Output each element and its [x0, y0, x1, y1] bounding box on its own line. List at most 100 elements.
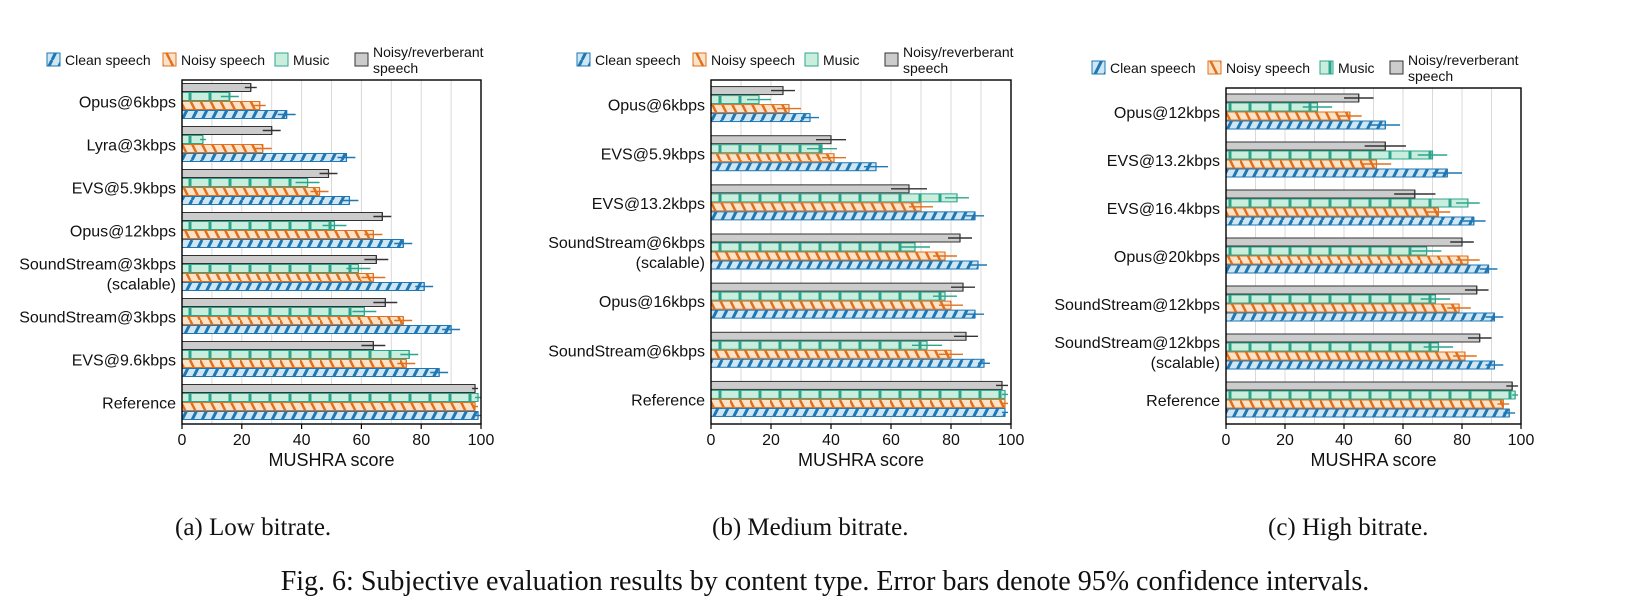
- bar-reverb: [710, 184, 910, 194]
- category-label: Reference: [631, 392, 705, 409]
- x-axis-label: MUSHRA score: [798, 450, 924, 470]
- bar-noisy: [181, 402, 476, 411]
- x-axis-label: MUSHRA score: [1310, 450, 1436, 470]
- category-label: Opus@20kbps: [1114, 249, 1220, 266]
- legend-swatch: [162, 52, 177, 67]
- bar-reverb: [1225, 381, 1513, 391]
- legend-item-music: Music: [274, 52, 330, 68]
- bar-music: [710, 193, 958, 203]
- bar-reverb: [710, 331, 967, 341]
- bar-reverb: [710, 380, 1003, 390]
- bar-noisy: [710, 251, 946, 261]
- category-label: SoundStream@12kbps: [1054, 297, 1220, 314]
- legend-item-clean-speech: Clean speech: [576, 52, 681, 68]
- x-tick-label: 80: [1453, 432, 1471, 449]
- bar-noisy: [710, 349, 952, 359]
- legend-label: Music: [1338, 60, 1375, 76]
- grid: [211, 80, 452, 424]
- category-label: Reference: [102, 396, 176, 413]
- x-tick-label: 80: [412, 432, 430, 449]
- legend-label: Noisy/reverberant: [373, 44, 484, 60]
- category-label: SoundStream@6kbps: [548, 235, 705, 252]
- category-label: (scalable): [1151, 355, 1220, 372]
- legend-swatch: [1389, 60, 1404, 75]
- legend-label: Music: [293, 52, 330, 68]
- category-label: Opus@6kbps: [79, 95, 176, 112]
- bar-music: [710, 144, 823, 154]
- legend-swatch: [1207, 60, 1222, 75]
- category-label: EVS@5.9kbps: [601, 147, 705, 164]
- bar-clean: [710, 113, 811, 123]
- bar-music: [710, 389, 1006, 399]
- bar-noisy: [710, 300, 952, 310]
- bar-music: [181, 178, 309, 187]
- bar-reverb: [710, 282, 964, 292]
- category-label: EVS@5.9kbps: [72, 181, 176, 198]
- legend-label: Clean speech: [595, 52, 681, 68]
- bar-noisy: [1225, 351, 1466, 361]
- bar-reverb: [1225, 93, 1360, 103]
- legend-label: speech: [1408, 68, 1453, 84]
- legend-item-noisy-speech: Noisy speech: [162, 52, 265, 68]
- bar-noisy: [181, 187, 321, 196]
- bar-clean: [710, 309, 976, 319]
- bar-reverb: [710, 233, 961, 243]
- bar-noisy: [1225, 111, 1351, 121]
- bar-music: [1225, 198, 1469, 208]
- bar-music: [710, 242, 916, 252]
- bar-reverb: [181, 83, 252, 92]
- category-label: (scalable): [636, 255, 705, 272]
- caption-medium-bitrate: (b) Medium bitrate.: [712, 514, 909, 541]
- bar-clean: [181, 411, 479, 420]
- legend-swatch: [354, 52, 369, 67]
- bar-reverb: [1225, 333, 1481, 343]
- bar-noisy: [181, 144, 264, 153]
- bar-clean: [181, 110, 288, 119]
- bar-noisy: [181, 101, 261, 110]
- x-tick-label: 0: [178, 432, 187, 449]
- bar-music: [181, 264, 359, 273]
- category-label: Opus@12kbps: [1114, 105, 1220, 122]
- bar-reverb: [181, 384, 476, 393]
- bar-music: [181, 307, 365, 316]
- x-tick-label: 80: [942, 432, 960, 449]
- x-axis-label: MUSHRA score: [268, 450, 394, 470]
- bar-noisy: [710, 398, 1006, 408]
- category-label: Opus@12kbps: [70, 224, 176, 241]
- legend-swatch: [1091, 60, 1106, 75]
- legend-item-noisy-speech: Noisy speech: [1207, 60, 1310, 76]
- bars: [710, 86, 1008, 417]
- x-tick-label: 100: [1508, 432, 1535, 449]
- bar-noisy: [710, 153, 835, 163]
- bar-clean: [181, 282, 425, 291]
- bar-music: [710, 291, 946, 301]
- bar-clean: [710, 211, 976, 221]
- category-label: EVS@16.4kbps: [1107, 201, 1220, 218]
- bar-clean: [181, 368, 440, 377]
- category-label: Reference: [1146, 393, 1220, 410]
- x-tick-label: 20: [233, 432, 251, 449]
- x-tick-label: 0: [707, 432, 716, 449]
- bar-music: [1225, 342, 1439, 352]
- bar-reverb: [181, 212, 383, 221]
- bar-reverb: [181, 126, 273, 135]
- bar-noisy: [181, 316, 404, 325]
- legend-swatch: [692, 52, 707, 67]
- bar-reverb: [181, 341, 374, 350]
- bar-noisy: [181, 273, 374, 282]
- category-label: Opus@6kbps: [608, 98, 705, 115]
- bar-clean: [181, 153, 347, 162]
- legend-label: Noisy speech: [711, 52, 795, 68]
- category-label: EVS@9.6kbps: [72, 353, 176, 370]
- legend-label: Noisy/reverberant: [903, 44, 1014, 60]
- bar-reverb: [181, 298, 386, 307]
- bar-clean: [710, 407, 1006, 417]
